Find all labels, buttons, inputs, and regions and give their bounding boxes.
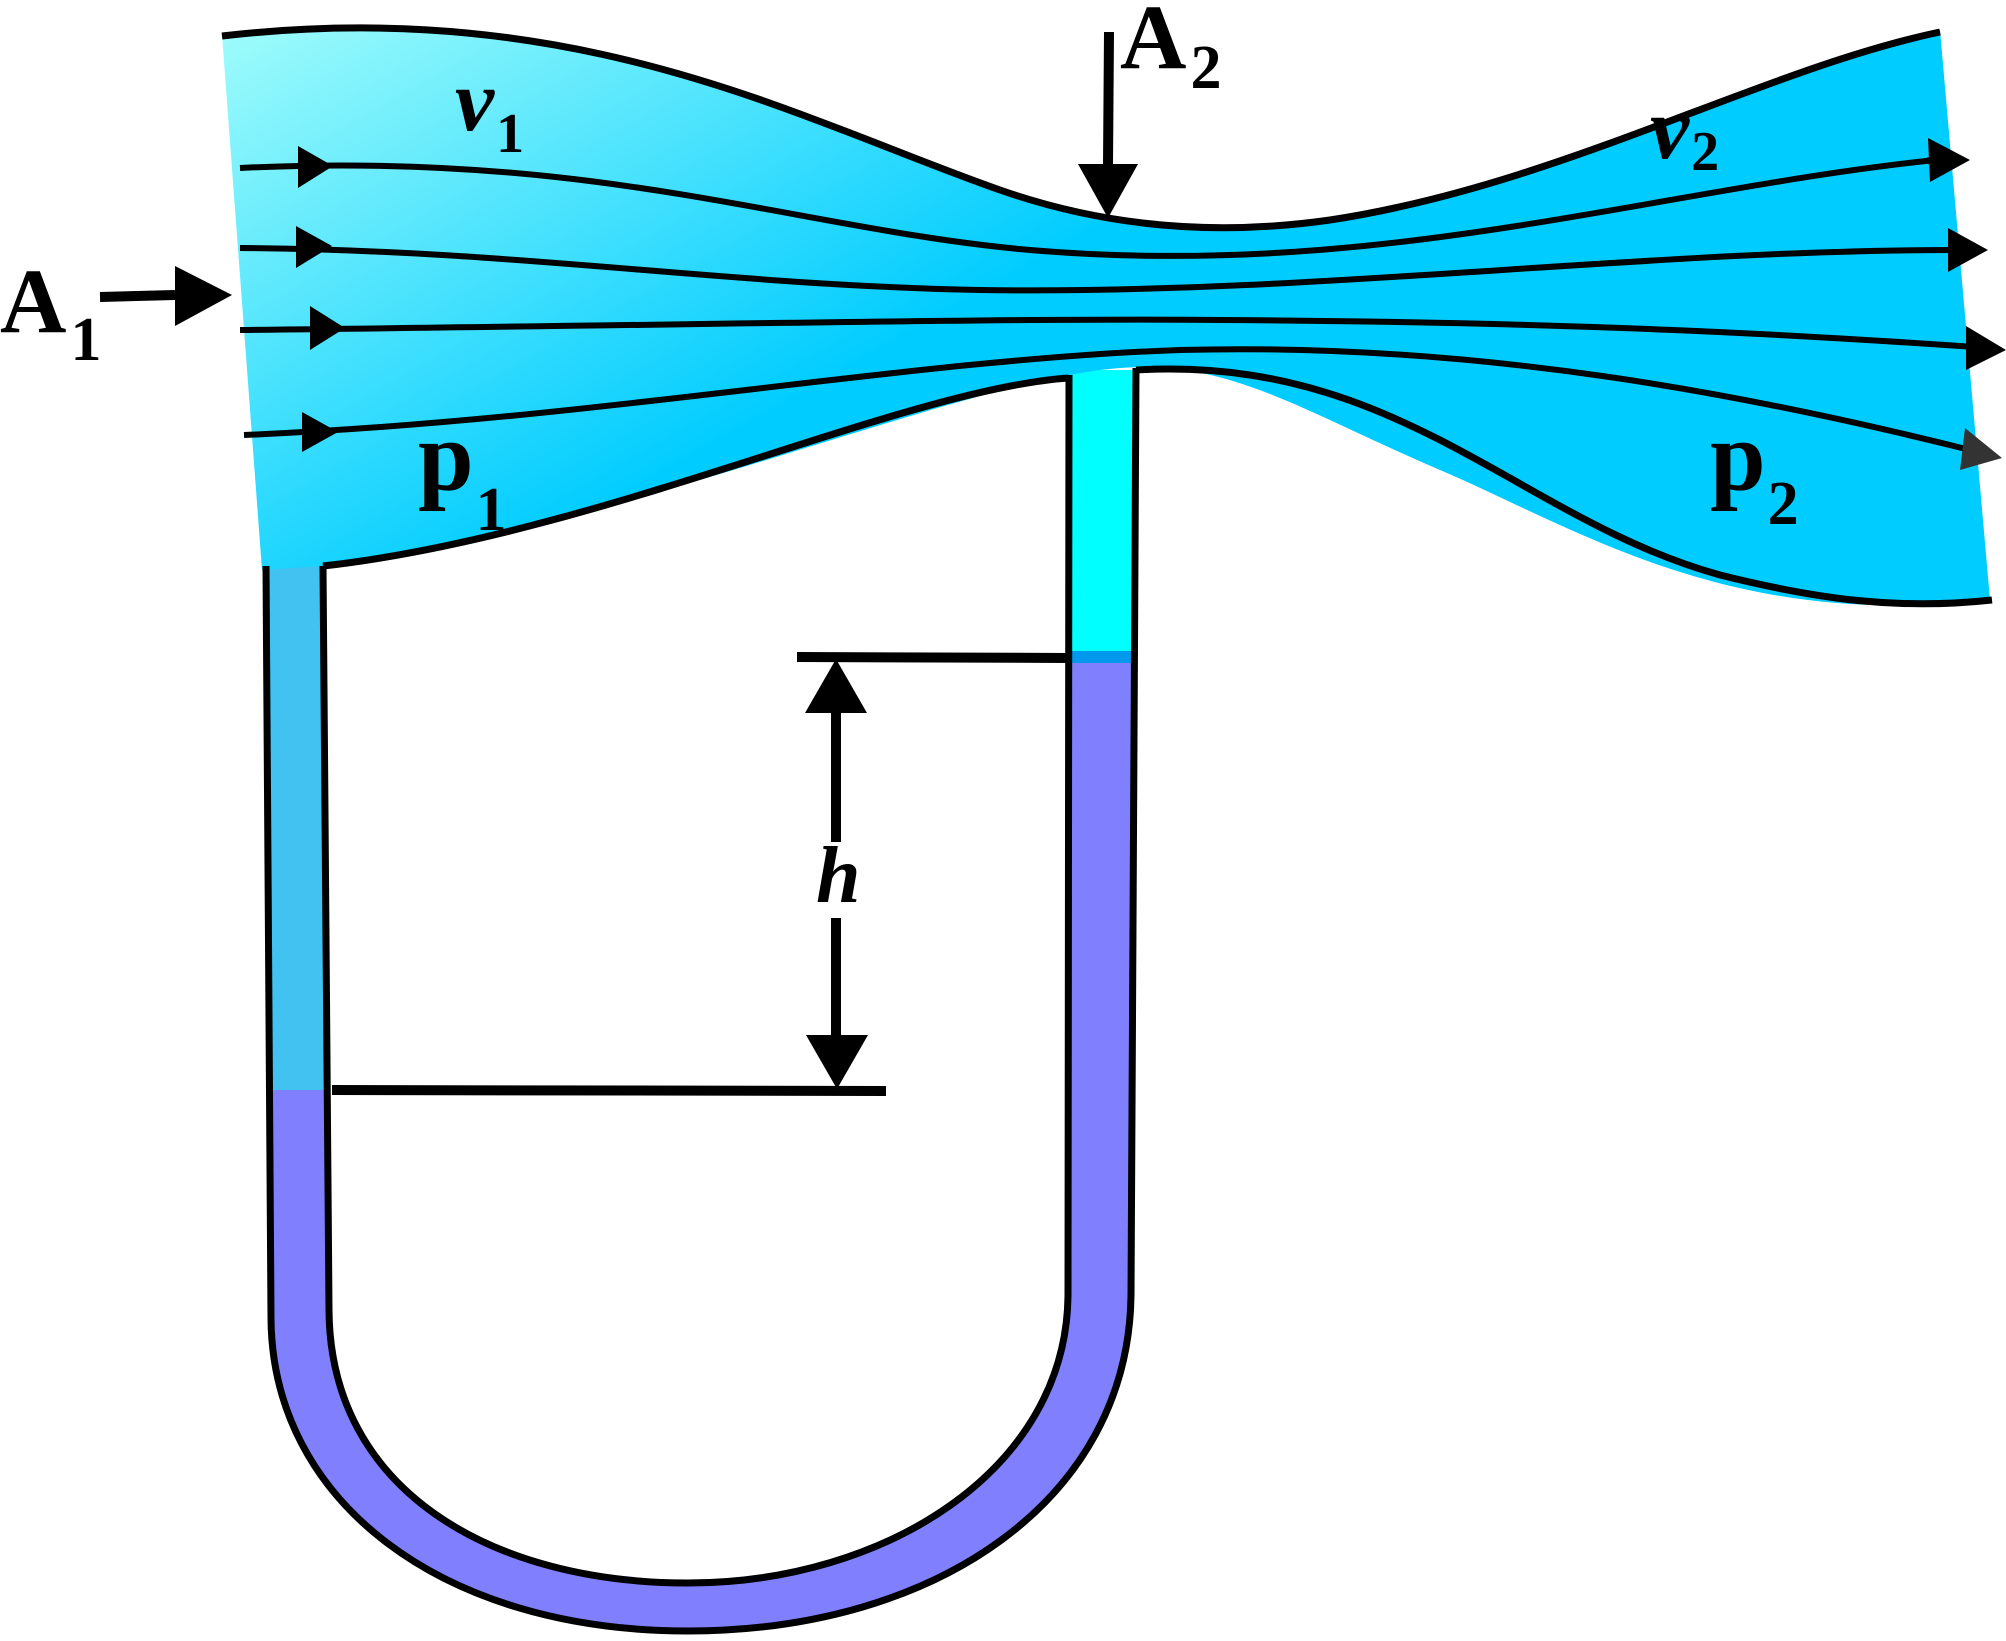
streamline-2 xyxy=(239,245,1956,294)
manometer-outer-wall xyxy=(262,367,1140,1635)
label-a1-sub: 1 xyxy=(70,306,101,374)
streamline-1 xyxy=(239,156,1936,260)
label-a2: A2 xyxy=(1120,0,1221,102)
label-p1: p1 xyxy=(418,401,507,544)
streamline-arrow-2 xyxy=(296,226,332,268)
streamline-end-arrow-3 xyxy=(1966,326,2006,370)
a1-arrow-shaft xyxy=(99,290,176,302)
label-a1-main: A xyxy=(0,250,66,352)
label-a1: A1 xyxy=(0,250,101,374)
label-v2: v2 xyxy=(1650,81,1719,183)
h-bottom-reference-line xyxy=(331,1085,887,1096)
label-h: h xyxy=(816,832,861,920)
pipe-bottom-wall-right xyxy=(1135,365,1993,608)
streamline-end-arrow-2 xyxy=(1948,228,1988,272)
label-v2-main: v xyxy=(1650,81,1690,178)
streamline-4 xyxy=(243,346,1971,453)
label-v2-sub: 2 xyxy=(1691,121,1719,183)
h-down-arrow-head xyxy=(806,1035,868,1089)
label-a2-sub: 2 xyxy=(1190,34,1221,102)
pipe-bottom-wall-left xyxy=(322,374,1069,570)
streamline-end-arrow-1 xyxy=(1928,138,1970,182)
label-p2-main: p xyxy=(1710,401,1766,512)
label-a2-main: A xyxy=(1120,0,1186,88)
left-column-fluid xyxy=(266,560,327,1090)
label-v1: v1 xyxy=(455,53,524,165)
label-v1-main: v xyxy=(455,53,495,150)
right-column-fluid xyxy=(1068,370,1136,652)
label-v1-sub: 1 xyxy=(496,103,524,165)
streamline-arrow-1 xyxy=(298,146,333,188)
streamline-end-arrow-4 xyxy=(1960,428,2002,470)
right-column-interface xyxy=(1068,651,1132,663)
label-p1-sub: 1 xyxy=(476,476,507,544)
a1-arrow-head xyxy=(175,266,232,326)
venturi-pipe-fluid xyxy=(222,27,1990,606)
h-up-arrow-head xyxy=(805,659,867,713)
label-p2: p2 xyxy=(1710,401,1799,538)
streamline-arrow-3 xyxy=(310,306,345,350)
streamline-3 xyxy=(239,316,1976,351)
a2-arrow-head xyxy=(1078,164,1138,218)
manometer-inner-wall xyxy=(319,374,1073,1587)
streamline-arrow-4 xyxy=(302,412,338,452)
label-p1-main: p xyxy=(418,401,474,512)
pipe-top-wall xyxy=(221,24,1941,232)
h-top-reference-line xyxy=(796,652,1069,663)
a2-arrow-shaft xyxy=(1103,31,1114,166)
label-p2-sub: 2 xyxy=(1768,470,1799,538)
